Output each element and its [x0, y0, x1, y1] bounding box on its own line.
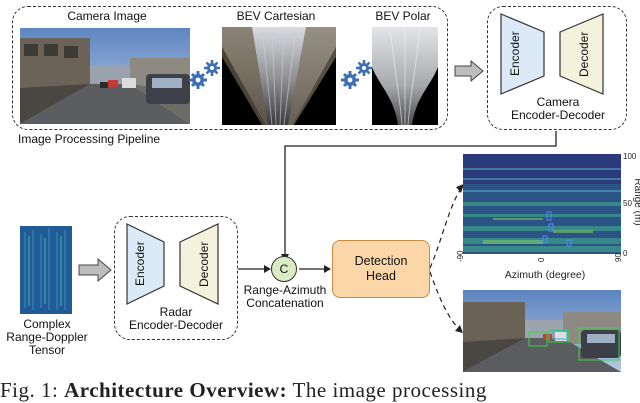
camera-decoder-shape [559, 13, 604, 95]
radar-encdec-caption-1: Radar [159, 305, 193, 319]
camera-encdec-caption-2: Encoder-Decoder [510, 108, 606, 122]
camera-encdec-caption-1: Camera [536, 95, 580, 109]
camera-image-label: Camera Image [67, 9, 147, 23]
figure-caption: Fig. 1: Architecture Overview: The image… [0, 378, 640, 403]
radar-encoder-decoder-box [114, 216, 238, 340]
tensor-label-1: Complex [23, 317, 71, 331]
radar-encdec-caption-2: Encoder-Decoder [128, 318, 224, 332]
range-azimuth-axes: -90 0 90 100 50 0 Range (m) Azimuth (deg… [456, 152, 640, 280]
y-tick-0: 100 [623, 152, 637, 161]
detection-head-line-2: Head [366, 269, 396, 283]
bev-cartesian-image [222, 27, 336, 125]
concatenation-node: C [271, 256, 297, 282]
caption-rest: The image processing [292, 378, 487, 402]
tensor-label-3: Tensor [28, 343, 66, 357]
camera-encoder-decoder-diagram [500, 13, 604, 95]
block-arrow-icon [78, 258, 112, 282]
camera-detection-output-image [463, 290, 621, 372]
detection-head-line-1: Detection [354, 254, 408, 268]
y-axis-label: Range (m) [632, 178, 640, 225]
bev-cartesian-label: BEV Cartesian [236, 9, 316, 23]
y-tick-1: 50 [623, 199, 632, 208]
bev-polar-image [372, 27, 438, 125]
camera-image [20, 28, 190, 124]
bev-polar-label: BEV Polar [375, 9, 431, 23]
x-axis-label: Azimuth (degree) [505, 269, 586, 280]
concatenation-symbol: C [279, 262, 289, 276]
y-tick-2: 0 [623, 249, 628, 258]
gear-icon-pair-1 [189, 60, 220, 89]
gear-icon-pair-2 [341, 60, 372, 89]
gear-icon [189, 71, 207, 89]
detection-head-box: Detection Head [332, 240, 430, 298]
range-azimuth-output-map [463, 154, 621, 254]
x-tick-1: 0 [537, 257, 546, 262]
pipeline-title: Image Processing Pipeline [18, 132, 161, 146]
range-doppler-tensor-image [20, 226, 72, 314]
tensor-label-2: Range-Doppler [6, 330, 88, 344]
gear-icon [204, 60, 220, 76]
camera-encoder-decoder-box [487, 6, 627, 130]
radar-decoder-label: Decoder [197, 241, 211, 287]
caption-bold: Architecture Overview: [64, 378, 288, 402]
radar-encoder-label: Encoder [133, 241, 147, 287]
gear-icon [341, 71, 359, 89]
caption-prefix: Fig. 1: [0, 378, 59, 402]
x-tick-0: -90 [456, 250, 465, 262]
radar-encoder-decoder-diagram [126, 223, 219, 305]
camera-encoder-shape [500, 13, 545, 95]
block-arrow-icon [454, 60, 484, 82]
concatenation-label-2: Concatenation [246, 296, 324, 310]
image-processing-pipeline-box [12, 6, 448, 130]
x-tick-2: 90 [614, 253, 623, 262]
radar-encoder-shape [126, 223, 165, 305]
gear-icon [356, 60, 372, 76]
radar-decoder-shape [179, 223, 219, 305]
concatenation-label-1: Range-Azimuth [243, 283, 327, 297]
